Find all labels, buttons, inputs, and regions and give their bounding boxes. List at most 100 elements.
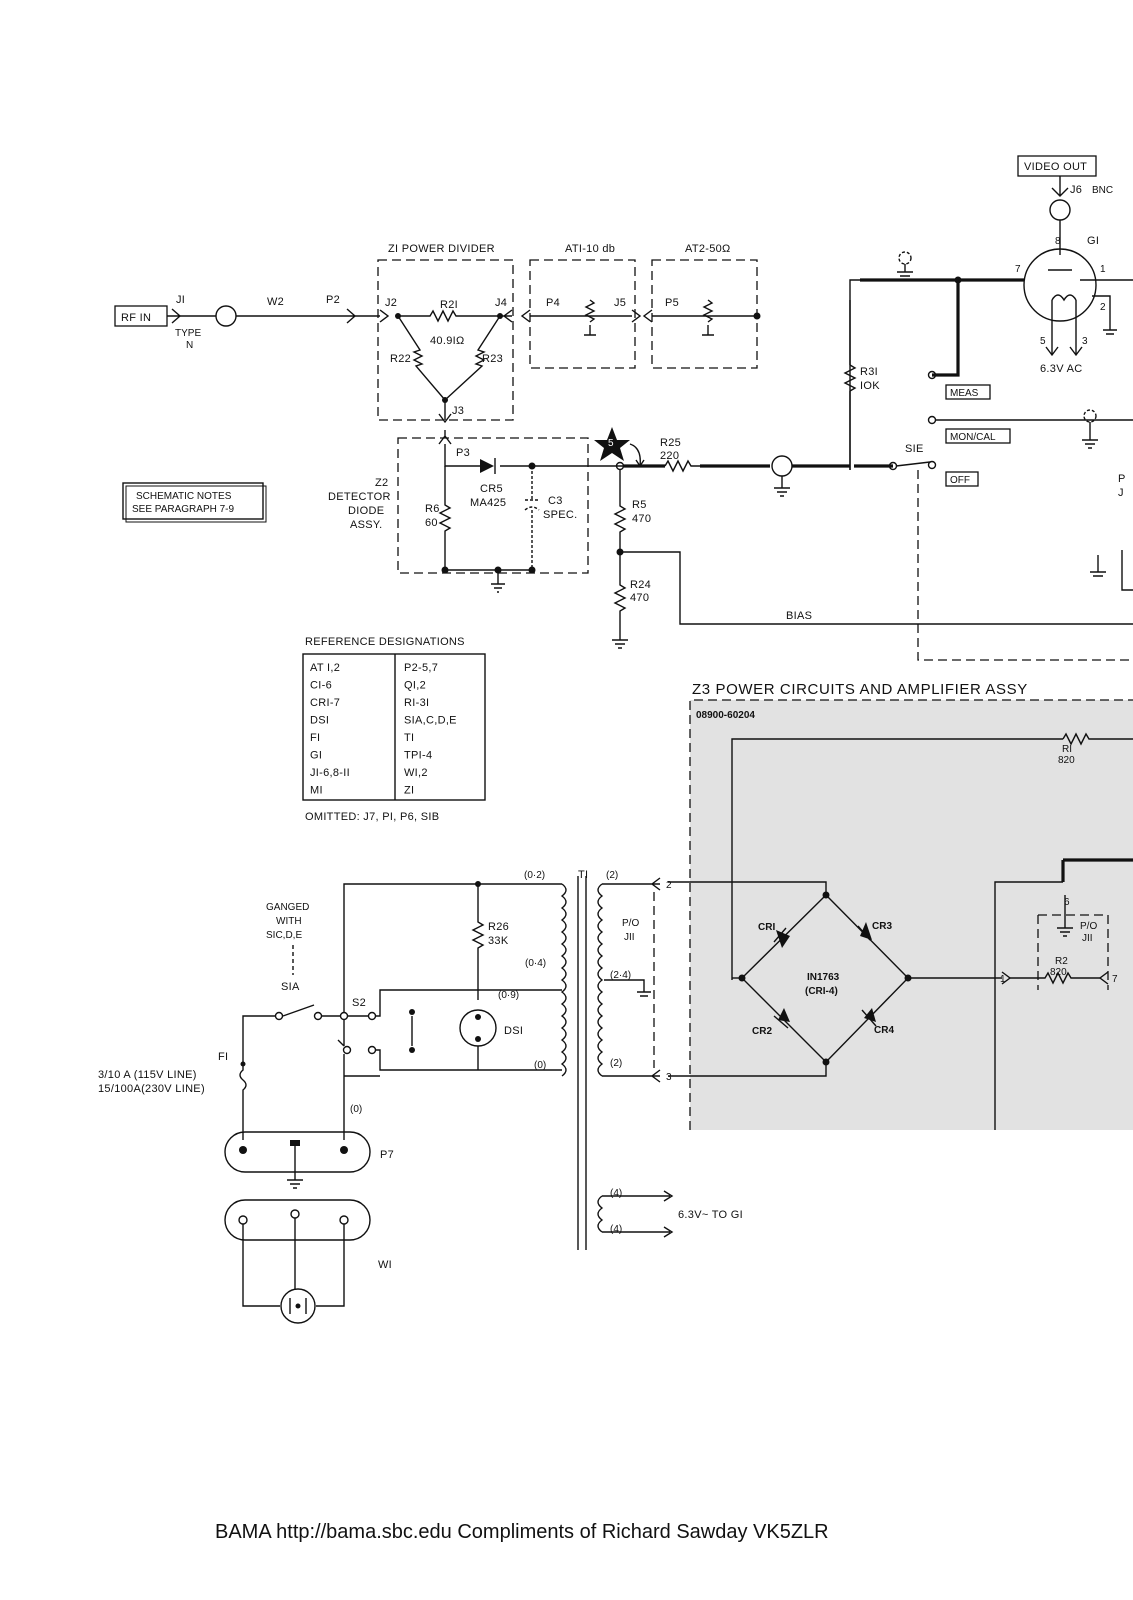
- video-out-label: VIDEO OUT: [1024, 161, 1087, 173]
- ds1-label: DSI: [504, 1025, 523, 1037]
- p7-label: P7: [380, 1149, 394, 1161]
- tap-02: (0·2): [524, 870, 545, 881]
- off-label: OFF: [950, 475, 970, 486]
- g1-heater: 6.3V AC: [1040, 363, 1082, 375]
- z3-part-number: 08900-60204: [696, 710, 755, 721]
- n-label: N: [186, 340, 193, 351]
- z1-title: ZI POWER DIVIDER: [388, 243, 495, 255]
- tap-4b: (4): [610, 1224, 622, 1235]
- j11-po-label: P/O: [1080, 921, 1097, 932]
- z3-assembly: Z3 POWER CIRCUITS AND AMPLIFIER ASSY 089…: [668, 681, 1133, 1130]
- refdes-right-item: QI,2: [404, 680, 426, 692]
- r26-label: R26: [488, 921, 509, 933]
- cr3-diode: [857, 922, 872, 941]
- pin1-label: 1: [1000, 974, 1006, 985]
- f1-rating-2: 15/100A(230V LINE): [98, 1083, 205, 1095]
- r23-label: R23: [482, 353, 503, 365]
- z2-detector-assembly: Z2 DETECTOR DIODE ASSY. P3 CR5 MA425 R6 …: [328, 430, 625, 593]
- video-out-section: VIDEO OUT J6 BNC 8 GI 7 1 2 5 3 6.3V AC: [849, 155, 1133, 470]
- pin7-label: 7: [1112, 974, 1118, 985]
- cr1-label: CRI: [758, 922, 775, 933]
- cr5-label: CR5: [480, 483, 503, 495]
- refdes-right-item: TPI-4: [404, 750, 432, 762]
- r2-label: R2: [1055, 956, 1068, 967]
- test-point-5: 5: [608, 438, 614, 449]
- r26-value: 33K: [488, 935, 509, 947]
- detector-label: DETECTOR: [328, 491, 391, 503]
- g1-pin7: 7: [1015, 264, 1021, 275]
- j11-po-left: P/O: [622, 918, 639, 929]
- notes-line1: SCHEMATIC NOTES: [136, 491, 232, 502]
- refdes-left-item: AT I,2: [310, 662, 340, 674]
- g1-pin5: 5: [1040, 336, 1046, 347]
- g1-pin8: 8: [1055, 236, 1061, 247]
- with-label: WITH: [276, 916, 302, 927]
- f1-rating-1: 3/10 A (115V LINE): [98, 1069, 197, 1081]
- at2-title: AT2-50Ω: [685, 243, 731, 255]
- r6-value: 60: [425, 517, 438, 529]
- j3-label: J3: [452, 405, 464, 417]
- refdes-right-item: ZI: [404, 785, 414, 797]
- filament-output: 6.3V~ TO GI: [678, 1209, 743, 1221]
- g1-label: GI: [1087, 235, 1099, 247]
- pin2-label: 2: [666, 880, 672, 891]
- switch-s1e: MEAS MON/CAL OFF SIE P J: [888, 370, 1133, 661]
- bridge-ref: (CRI-4): [805, 986, 838, 997]
- r31-label: R3I: [860, 366, 878, 378]
- notes-line2: SEE PARAGRAPH 7-9: [132, 504, 235, 515]
- tap-09: (0·9): [498, 990, 519, 1001]
- rf-in-label: RF IN: [121, 312, 151, 324]
- ganged-label: GANGED: [266, 902, 309, 913]
- p-cut-label: P: [1118, 473, 1126, 485]
- pin6-label: 6: [1064, 897, 1070, 908]
- r1-value: 820: [1058, 755, 1075, 766]
- s1e-label: SIE: [905, 443, 924, 455]
- j11-label: JII: [1082, 933, 1093, 944]
- s1cde-label: SIC,D,E: [266, 930, 302, 941]
- footer-credit: BAMA http://bama.sbc.edu Compliments of …: [215, 1521, 829, 1543]
- at2-attenuator: AT2-50Ω P5: [642, 243, 761, 369]
- cr2-diode: [773, 1008, 790, 1029]
- cr4-label: CR4: [874, 1025, 894, 1036]
- p3-label: P3: [456, 447, 470, 459]
- r1-label: RI: [1062, 744, 1072, 755]
- w1-label: WI: [378, 1259, 392, 1271]
- refdes-left-item: JI-6,8-II: [310, 767, 350, 779]
- bias-network: 5 R25 220 R5 470 R24 470 BIAS: [594, 427, 1133, 649]
- z2-label: Z2: [375, 477, 388, 489]
- refdes-right-item: WI,2: [404, 767, 428, 779]
- at1-title: ATI-10 db: [565, 243, 615, 255]
- refdes-right-item: SIA,C,D,E: [404, 715, 457, 727]
- f1-label: FI: [218, 1051, 228, 1063]
- refdes-left-item: GI: [310, 750, 322, 762]
- j6-label: J6: [1070, 184, 1082, 196]
- type-label: TYPE: [175, 328, 201, 339]
- diode-label: DIODE: [348, 505, 384, 517]
- refdes-right-item: TI: [404, 732, 414, 744]
- refdes-left-item: MI: [310, 785, 323, 797]
- z1-power-divider: ZI POWER DIVIDER J2 R2I J4 40.9IΩ R22 R2…: [355, 243, 514, 424]
- tap-24: (2·4): [610, 970, 631, 981]
- z1-value: 40.9IΩ: [430, 335, 465, 347]
- refdes-title: REFERENCE DESIGNATIONS: [305, 636, 465, 648]
- r25-value: 220: [660, 450, 679, 462]
- schematic-notes-box: SCHEMATIC NOTES SEE PARAGRAPH 7-9: [122, 482, 267, 523]
- s2-label: S2: [352, 997, 366, 1009]
- j-cut-label: J: [1118, 487, 1124, 499]
- r2-value: 820: [1050, 967, 1067, 978]
- cr4-diode: [861, 1008, 877, 1027]
- r5-value: 470: [632, 513, 651, 525]
- j2-label: J2: [385, 297, 397, 309]
- g1-pin2: 2: [1100, 302, 1106, 313]
- z3-title: Z3 POWER CIRCUITS AND AMPLIFIER ASSY: [692, 681, 1028, 698]
- cr2-label: CR2: [752, 1026, 772, 1037]
- bnc-label: BNC: [1092, 185, 1113, 196]
- power-input-section: GANGED WITH SIC,D,E SIA S2 R26 33K DSI: [98, 869, 743, 1324]
- p4-label: P4: [546, 297, 560, 309]
- r31-value: IOK: [860, 380, 880, 392]
- refdes-omitted: OMITTED: J7, PI, P6, SIB: [305, 811, 439, 823]
- meas-label: MEAS: [950, 388, 979, 399]
- cr1-diode: [773, 927, 790, 948]
- refdes-right-item: RI-3I: [404, 697, 429, 709]
- r25-label: R25: [660, 437, 681, 449]
